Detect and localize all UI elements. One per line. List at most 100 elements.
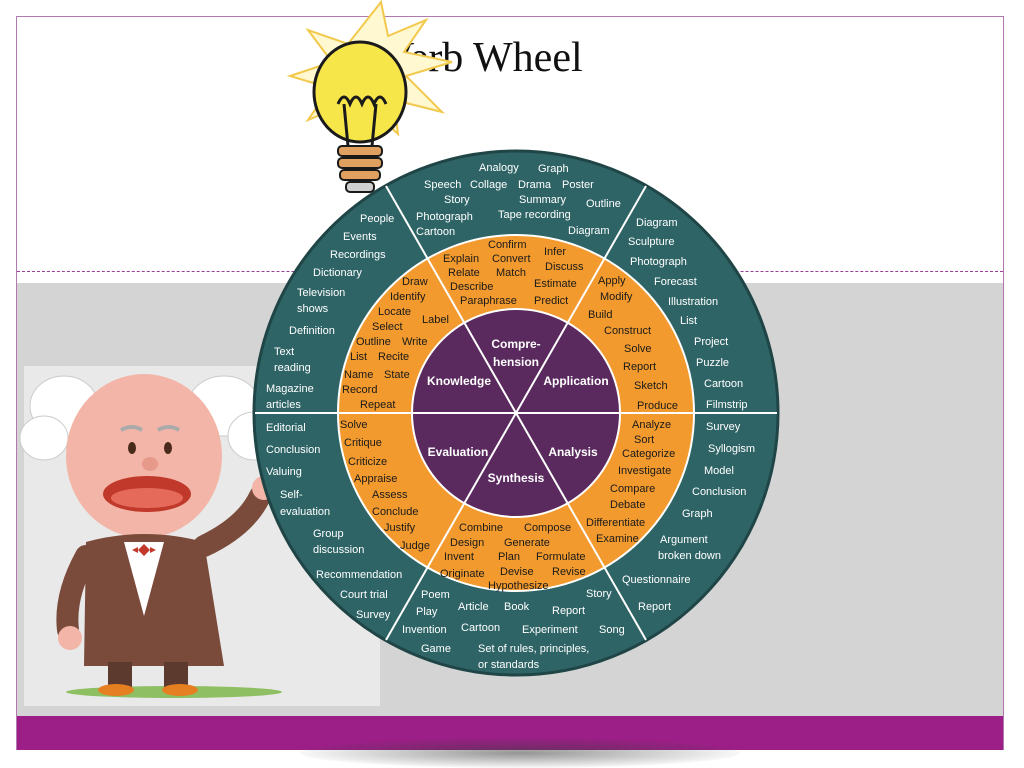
product-knowledge: Text <box>274 346 294 358</box>
product-analysis: Report <box>638 601 671 613</box>
product-comprehension: Diagram <box>568 225 610 237</box>
product-synthesis: Story <box>586 588 612 600</box>
verb-analysis: Examine <box>596 533 639 545</box>
product-knowledge: Recordings <box>330 249 386 261</box>
product-knowledge: Dictionary <box>313 267 362 279</box>
product-knowledge: reading <box>274 362 311 374</box>
product-comprehension: Collage <box>470 179 507 191</box>
product-evaluation: Self- <box>280 489 303 501</box>
verb-application: Build <box>588 309 612 321</box>
verb-comprehension: Convert <box>492 253 531 265</box>
product-analysis: Conclusion <box>692 486 746 498</box>
verb-application: Construct <box>604 325 651 337</box>
product-synthesis: Play <box>416 606 438 618</box>
verb-analysis: Compare <box>610 483 655 495</box>
center-label-application: Application <box>543 374 608 388</box>
product-evaluation: Valuing <box>266 466 302 478</box>
verb-analysis: Debate <box>610 499 645 511</box>
product-knowledge: Magazine <box>266 383 314 395</box>
verb-application: Produce <box>637 400 678 412</box>
product-analysis: broken down <box>658 550 721 562</box>
scientist-illustration <box>19 374 282 698</box>
verb-evaluation: Critique <box>344 437 382 449</box>
verb-evaluation: Conclude <box>372 506 418 518</box>
product-application: Cartoon <box>704 378 743 390</box>
verb-evaluation: Assess <box>372 489 408 501</box>
product-analysis: Argument <box>660 534 708 546</box>
verb-synthesis: Formulate <box>536 551 586 563</box>
product-synthesis: or standards <box>478 659 540 671</box>
product-comprehension: Cartoon <box>416 226 455 238</box>
verb-application: Apply <box>598 275 626 287</box>
product-synthesis: Game <box>421 643 451 655</box>
product-evaluation: Group <box>313 528 344 540</box>
verb-analysis: Sort <box>634 434 654 446</box>
product-analysis: Survey <box>706 421 741 433</box>
product-synthesis: Cartoon <box>461 622 500 634</box>
light-bulb-icon <box>286 0 453 193</box>
verb-analysis: Analyze <box>632 419 671 431</box>
product-application: Diagram <box>636 217 678 229</box>
verb-evaluation: Justify <box>384 522 416 534</box>
product-application: Sculpture <box>628 236 674 248</box>
verb-synthesis: Generate <box>504 537 550 549</box>
product-application: Puzzle <box>696 357 729 369</box>
verb-evaluation: Criticize <box>348 456 387 468</box>
verb-knowledge: Outline <box>356 336 391 348</box>
product-comprehension: Photograph <box>416 211 473 223</box>
product-evaluation: Recommendation <box>316 569 402 581</box>
product-comprehension: Summary <box>519 194 567 206</box>
product-synthesis: Song <box>599 624 625 636</box>
product-knowledge: Television <box>297 287 345 299</box>
product-knowledge: shows <box>297 303 329 315</box>
product-synthesis: Book <box>504 601 530 613</box>
center-label-synthesis: Synthesis <box>488 471 545 485</box>
verb-comprehension: Relate <box>448 267 480 279</box>
product-synthesis: Invention <box>402 624 447 636</box>
verb-wheel: Compre- hension Knowledge Application Ev… <box>252 149 780 677</box>
product-application: Forecast <box>654 276 697 288</box>
product-analysis: Syllogism <box>708 443 755 455</box>
product-synthesis: Experiment <box>522 624 578 636</box>
verb-knowledge: State <box>384 369 410 381</box>
verb-synthesis: Plan <box>498 551 520 563</box>
product-analysis: Model <box>704 465 734 477</box>
verb-synthesis: Combine <box>459 522 503 534</box>
product-comprehension: Poster <box>562 179 594 191</box>
wheel-shadow <box>300 738 740 768</box>
verb-comprehension: Discuss <box>545 261 584 273</box>
product-comprehension: Tape recording <box>498 209 571 221</box>
verb-application: Sketch <box>634 380 668 392</box>
verb-synthesis: Devise <box>500 566 534 578</box>
verb-synthesis: Invent <box>444 551 474 563</box>
verb-knowledge: Repeat <box>360 399 395 411</box>
product-evaluation: discussion <box>313 544 364 556</box>
verb-synthesis: Revise <box>552 566 586 578</box>
product-application: Filmstrip <box>706 399 748 411</box>
product-application: Project <box>694 336 728 348</box>
center-label-comprehension-2: hension <box>493 355 539 369</box>
product-synthesis: Article <box>458 601 489 613</box>
product-evaluation: evaluation <box>280 506 330 518</box>
center-label-comprehension: Compre- <box>491 337 540 351</box>
verb-comprehension: Explain <box>443 253 479 265</box>
center-label-evaluation: Evaluation <box>428 445 489 459</box>
verb-comprehension: Describe <box>450 281 493 293</box>
verb-knowledge: Record <box>342 384 377 396</box>
verb-knowledge: Name <box>344 369 373 381</box>
verb-knowledge: Locate <box>378 306 411 318</box>
product-comprehension: Analogy <box>479 162 519 174</box>
verb-knowledge: Draw <box>402 276 428 288</box>
verb-comprehension: Estimate <box>534 278 577 290</box>
verb-knowledge: Write <box>402 336 427 348</box>
verb-knowledge: Select <box>372 321 403 333</box>
product-comprehension: Graph <box>538 163 569 175</box>
verb-knowledge: Recite <box>378 351 409 363</box>
verb-evaluation: Appraise <box>354 473 397 485</box>
product-knowledge: People <box>360 213 394 225</box>
product-application: List <box>680 315 697 327</box>
verb-analysis: Differentiate <box>586 517 645 529</box>
verb-synthesis: Design <box>450 537 484 549</box>
verb-analysis: Categorize <box>622 448 675 460</box>
verb-analysis: Investigate <box>618 465 671 477</box>
